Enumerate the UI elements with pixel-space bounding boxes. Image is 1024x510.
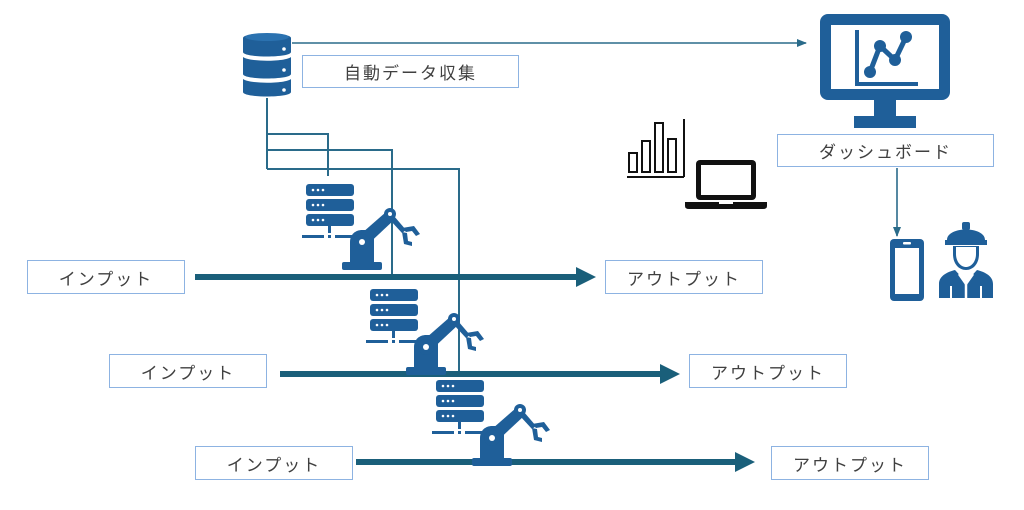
branch-line-3 (267, 168, 460, 372)
bar-chart-icon (627, 119, 685, 178)
robot-arm-icon (406, 313, 484, 375)
output-label-2: アウトプット (689, 354, 847, 388)
input-label-2: インプット (109, 354, 267, 388)
flow-arrow-3 (356, 452, 755, 472)
worker-helmet-icon (939, 222, 993, 298)
input-label-1: インプット (27, 260, 185, 294)
machine-group-3 (432, 378, 558, 472)
branch-line-2 (267, 149, 393, 280)
laptop-icon (685, 160, 767, 209)
server-icon (366, 289, 421, 343)
output-label-1: アウトプット (605, 260, 763, 294)
flow-arrow-1 (195, 267, 596, 287)
server-icon (302, 184, 357, 238)
dashboard-label: ダッシュボード (777, 134, 994, 167)
flow-arrow-2 (280, 364, 680, 384)
smartphone-icon (890, 239, 924, 301)
output-label-3: アウトプット (771, 446, 929, 480)
robot-arm-icon (342, 208, 420, 270)
data-collection-label: 自動データ収集 (302, 55, 519, 88)
machine-group-2 (366, 287, 492, 381)
input-label-3: インプット (195, 446, 353, 480)
database-icon (243, 33, 291, 97)
machine-group-1 (302, 182, 428, 276)
server-icon (432, 380, 487, 434)
monitor-line-chart-icon (820, 14, 950, 128)
branch-line-1 (267, 133, 329, 176)
robot-arm-icon (472, 404, 550, 466)
